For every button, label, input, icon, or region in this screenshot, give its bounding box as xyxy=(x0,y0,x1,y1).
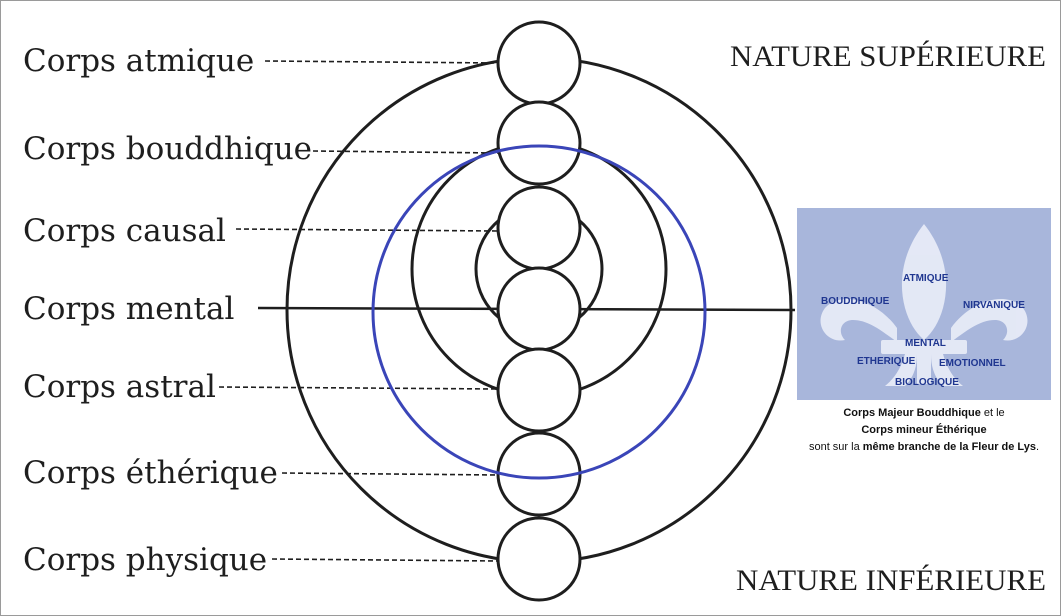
caption-bold-etherique: Corps mineur Éthérique xyxy=(861,424,987,436)
caption-bold-branche: même branche de la Fleur de Lys xyxy=(862,441,1036,453)
fleur-label-mental: MENTAL xyxy=(905,338,946,349)
label-corps-causal: Corps causal xyxy=(23,213,226,249)
label-corps-astral: Corps astral xyxy=(23,369,216,405)
body-circle-astral xyxy=(496,347,582,433)
label-corps-physique: Corps physique xyxy=(23,542,267,578)
body-circles xyxy=(496,20,582,602)
fleur-caption: Corps Majeur Bouddhique et le Corps mine… xyxy=(787,405,1060,456)
fleur-de-lys-panel: ATMIQUE BOUDDHIQUE NIRVANIQUE MENTAL ETH… xyxy=(797,208,1051,400)
label-corps-etherique: Corps éthérique xyxy=(23,455,278,491)
leader-lines xyxy=(218,60,499,562)
body-circle-atmique xyxy=(496,20,582,106)
caption-text-et-le: et le xyxy=(980,407,1005,419)
fleur-label-emotionnel: EMOTIONNEL xyxy=(939,358,1006,369)
caption-text-sont: sont sur la xyxy=(808,441,863,453)
nature-superieure-label: NATURE SUPÉRIEURE xyxy=(730,40,1046,73)
caption-line-2: Corps mineur Éthérique xyxy=(787,422,1060,439)
label-corps-atmique: Corps atmique xyxy=(23,43,254,79)
leader-line-astral xyxy=(218,386,499,390)
caption-bold-bouddhique: Corps Majeur Bouddhique xyxy=(843,407,981,419)
fleur-label-nirvanique: NIRVANIQUE xyxy=(963,300,1025,311)
body-circle-bouddhique xyxy=(496,100,582,186)
leader-line-atmique xyxy=(264,60,499,64)
leader-line-physique xyxy=(271,558,499,562)
fleur-label-bouddhique: BOUDDHIQUE xyxy=(821,296,890,307)
caption-line-1: Corps Majeur Bouddhique et le xyxy=(787,405,1060,422)
leader-line-causal xyxy=(235,228,499,232)
fleur-label-biologique: BIOLOGIQUE xyxy=(895,377,959,388)
nature-inferieure-label: NATURE INFÉRIEURE xyxy=(736,564,1046,597)
label-corps-mental: Corps mental xyxy=(23,291,234,327)
caption-line-3: sont sur la même branche de la Fleur de … xyxy=(787,439,1060,456)
body-circle-mental xyxy=(496,266,582,352)
blue-circle xyxy=(371,144,707,480)
caption-text-end: . xyxy=(1035,441,1040,453)
label-corps-bouddhique: Corps bouddhique xyxy=(23,131,312,167)
leader-line-etherique xyxy=(281,472,499,476)
fleur-label-etherique: ETHERIQUE xyxy=(857,356,916,367)
body-circle-causal xyxy=(496,185,582,271)
leader-line-bouddhique xyxy=(312,150,499,154)
body-circle-physique xyxy=(496,516,582,602)
fleur-label-atmique: ATMIQUE xyxy=(903,273,949,284)
fleur-de-lys-icon xyxy=(820,224,1028,386)
